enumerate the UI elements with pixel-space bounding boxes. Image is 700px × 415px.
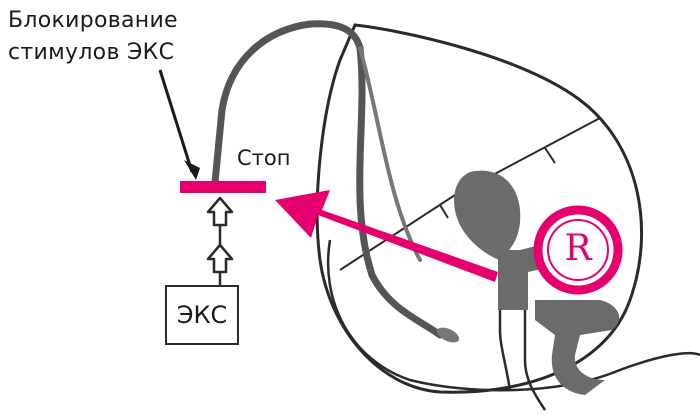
septum-tick bbox=[440, 205, 448, 218]
r-marker-label: R bbox=[553, 228, 603, 269]
lead-tip bbox=[435, 324, 462, 345]
leader-arrowhead bbox=[184, 160, 200, 180]
up-arrow-icon bbox=[208, 245, 232, 272]
label-leader-line bbox=[160, 70, 192, 172]
septum-tick bbox=[545, 148, 555, 163]
label-title-line2: стимулов ЭКС bbox=[8, 40, 174, 65]
up-arrow-icon bbox=[208, 198, 232, 225]
stop-label: Стоп bbox=[237, 146, 290, 170]
label-title-line1: Блокирование bbox=[8, 8, 178, 33]
lead-electrode bbox=[454, 171, 520, 260]
lead-base bbox=[535, 300, 619, 395]
stop-bar bbox=[180, 181, 266, 193]
pacemaker-box: ЭКС bbox=[165, 285, 239, 345]
